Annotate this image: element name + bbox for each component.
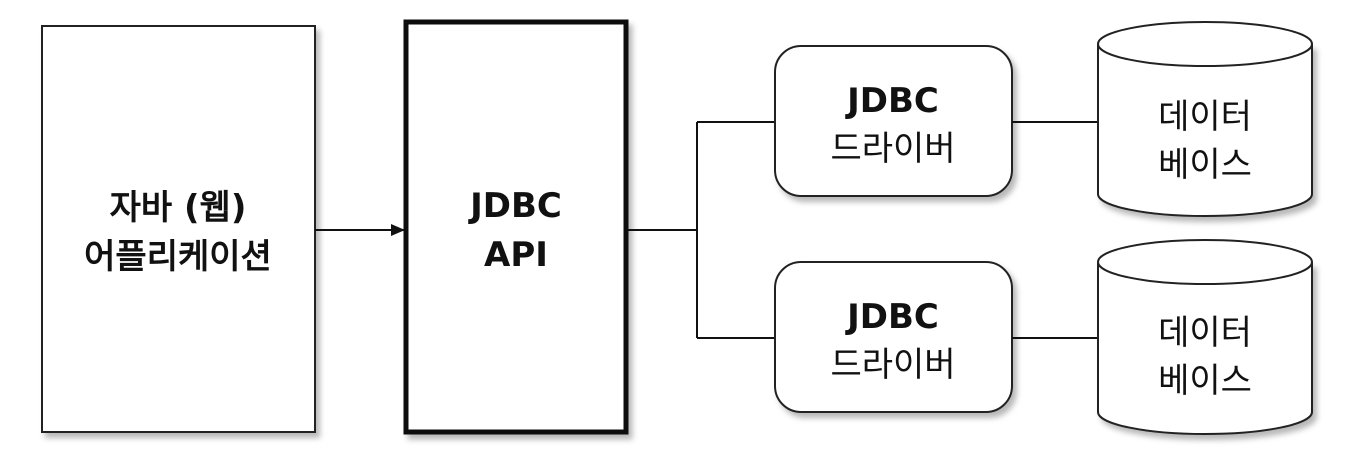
driver-2-label-line2: 드라이버 xyxy=(830,345,955,385)
jdbc-api-box: JDBC API xyxy=(403,19,629,435)
database-2-label-line2: 베이스 xyxy=(1158,361,1252,401)
jdbc-driver-box-1: JDBC 드라이버 xyxy=(774,45,1013,197)
database-2-label-line1: 데이터 xyxy=(1158,313,1252,353)
java-web-application-box: 자바 (웹) 어플리케이션 xyxy=(41,25,316,433)
driver-1-label-line2: 드라이버 xyxy=(830,129,955,169)
app-label-line1: 자바 (웹) xyxy=(110,188,247,228)
database-1-label-line2: 베이스 xyxy=(1158,145,1252,185)
database-cylinder-2: 데이터 베이스 xyxy=(1097,239,1313,435)
api-label-line1: JDBC xyxy=(468,186,562,226)
api-to-drivers-connector xyxy=(626,121,775,339)
database-cylinder-1: 데이터 베이스 xyxy=(1097,21,1313,217)
jdbc-driver-box-2: JDBC 드라이버 xyxy=(774,261,1013,413)
api-label-line2: API xyxy=(484,235,548,275)
driver-2-label-line1: JDBC xyxy=(845,297,939,337)
app-label-line2: 어플리케이션 xyxy=(84,237,272,277)
driver-1-label-line1: JDBC xyxy=(845,81,939,121)
database-1-label-line1: 데이터 xyxy=(1158,97,1252,137)
